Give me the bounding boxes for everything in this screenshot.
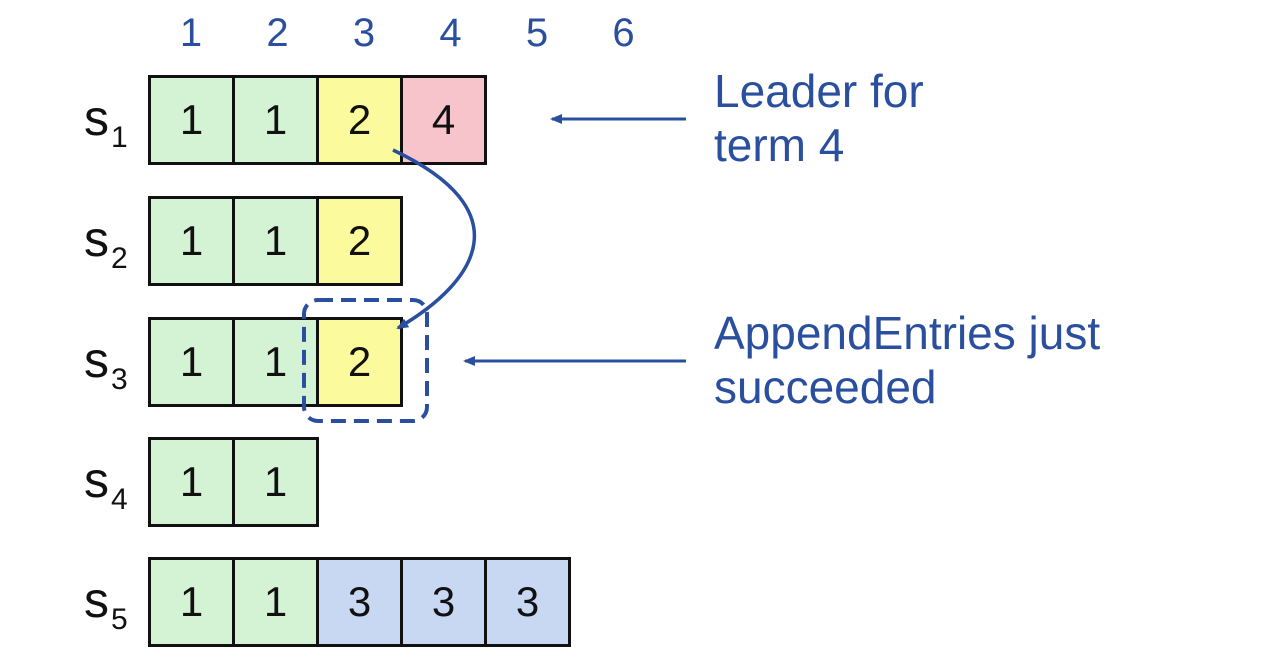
append-entries-callout: AppendEntries just succeeded — [714, 307, 1101, 413]
log-index-1: 1 — [179, 11, 203, 55]
log-index-4: 4 — [439, 11, 462, 55]
log-index-6: 6 — [612, 11, 635, 55]
server-number: 4 — [111, 483, 128, 516]
log-index-2: 2 — [266, 11, 289, 55]
server-label-s4: s4 — [84, 455, 128, 525]
replication-curve-arrow — [392, 148, 477, 330]
server-name: s — [84, 452, 109, 508]
log-entry: 2 — [316, 196, 403, 286]
log-index-5: 5 — [525, 11, 549, 55]
server-name: s — [84, 211, 109, 267]
log-entry: 1 — [232, 196, 319, 286]
server-number: 3 — [111, 363, 128, 396]
server-number: 5 — [111, 603, 128, 636]
server-name: s — [84, 572, 109, 628]
log-entry: 1 — [232, 437, 319, 527]
log-entry: 2 — [316, 317, 403, 407]
log-entry: 1 — [148, 317, 235, 407]
server-label-s5: s5 — [84, 575, 128, 645]
server-name: s — [84, 90, 109, 146]
log-entry: 3 — [316, 557, 403, 647]
log-entry: 1 — [232, 557, 319, 647]
server-number: 2 — [111, 242, 128, 275]
appended-entry-highlight — [302, 298, 429, 423]
server-label-s1: s1 — [84, 93, 128, 163]
server-label-s2: s2 — [84, 214, 128, 284]
leader-callout: Leader for term 4 — [714, 65, 924, 171]
server-number: 1 — [111, 121, 128, 154]
log-entry: 3 — [484, 557, 571, 647]
server-name: s — [84, 332, 109, 388]
log-index-3: 3 — [352, 11, 376, 55]
log-entry: 4 — [400, 75, 487, 165]
log-entry: 1 — [232, 75, 319, 165]
server-label-s3: s3 — [84, 335, 128, 405]
